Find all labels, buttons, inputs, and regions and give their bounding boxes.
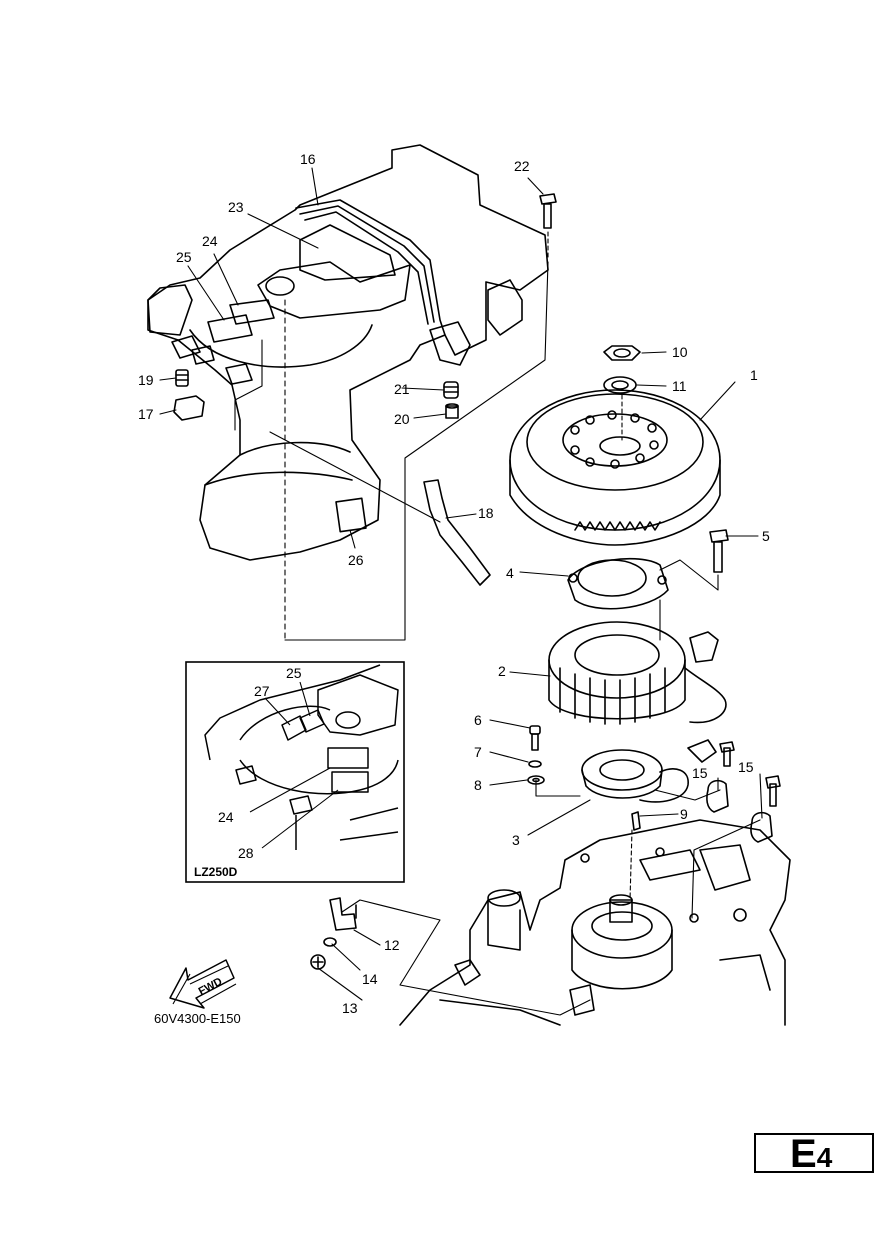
inset-callout-28: 28: [238, 845, 254, 861]
callout-4: 4: [506, 565, 514, 581]
engine-block: [399, 819, 791, 1026]
callout-11: 11: [672, 378, 687, 394]
callout-1: 1: [750, 367, 758, 383]
leader-lines: [159, 167, 763, 1016]
callout-18: 18: [478, 505, 494, 521]
inset-callout-24: 24: [218, 809, 234, 825]
flywheel-cover: [147, 144, 549, 641]
washer-11: [603, 376, 637, 394]
callout-24: 24: [202, 233, 218, 249]
callout-25: 25: [176, 249, 192, 265]
inset-callout-27: 27: [254, 683, 270, 699]
fwd-arrow-icon: FWD: [169, 959, 237, 1009]
collar-20: [445, 403, 459, 419]
section-letter: E: [790, 1132, 817, 1176]
grommet-21: [443, 381, 459, 399]
callout-13: 13: [342, 1000, 358, 1016]
callout-12: 12: [384, 937, 400, 953]
inset-callout-25: 25: [286, 665, 302, 681]
bolt-5: [709, 529, 729, 573]
woodruff-key-9: [631, 811, 641, 831]
nut-10: [603, 345, 641, 361]
callout-2: 2: [498, 663, 506, 679]
pulser-coil: [581, 739, 717, 803]
callout-labels: 1 2 3 4 5 6 7 8 9 10 11 12 13 14 15 15 1…: [138, 151, 770, 1016]
callout-14: 14: [362, 971, 378, 987]
diagram-code: 60V4300-E150: [154, 1011, 241, 1026]
callout-19: 19: [138, 372, 154, 388]
washer-14: [323, 937, 337, 947]
washer-7: [528, 760, 542, 768]
pulser-plate: [567, 557, 669, 610]
callout-22: 22: [514, 158, 530, 174]
callout-21: 21: [394, 381, 410, 397]
clamp-15a: [706, 741, 735, 813]
screw-13: [310, 954, 326, 970]
callout-20: 20: [394, 411, 410, 427]
callout-10: 10: [672, 344, 688, 360]
callout-9: 9: [680, 806, 688, 822]
section-tab: E 4: [754, 1132, 874, 1176]
stator: [548, 621, 727, 725]
inset-title: LZ250D: [194, 865, 238, 879]
callout-7: 7: [474, 744, 482, 760]
callout-17: 17: [138, 406, 154, 422]
screw-6: [529, 725, 541, 751]
bolt-22: [539, 193, 557, 261]
callout-26: 26: [348, 552, 364, 568]
callout-15a: 15: [692, 765, 708, 781]
callout-5: 5: [762, 528, 770, 544]
grommet-19: [175, 369, 189, 387]
damper-17: [173, 395, 205, 421]
clamp-15b: [750, 775, 781, 843]
callout-16: 16: [300, 151, 316, 167]
callout-6: 6: [474, 712, 482, 728]
callout-15b: 15: [738, 759, 754, 775]
inset-lz250d: 27 25 24 28 LZ250D: [185, 661, 405, 883]
plate-18: [423, 479, 491, 586]
callout-3: 3: [512, 832, 520, 848]
callout-8: 8: [474, 777, 482, 793]
flywheel: [509, 389, 721, 546]
bracket-12: [329, 897, 357, 931]
section-number: 4: [816, 1142, 833, 1173]
callout-23: 23: [228, 199, 244, 215]
